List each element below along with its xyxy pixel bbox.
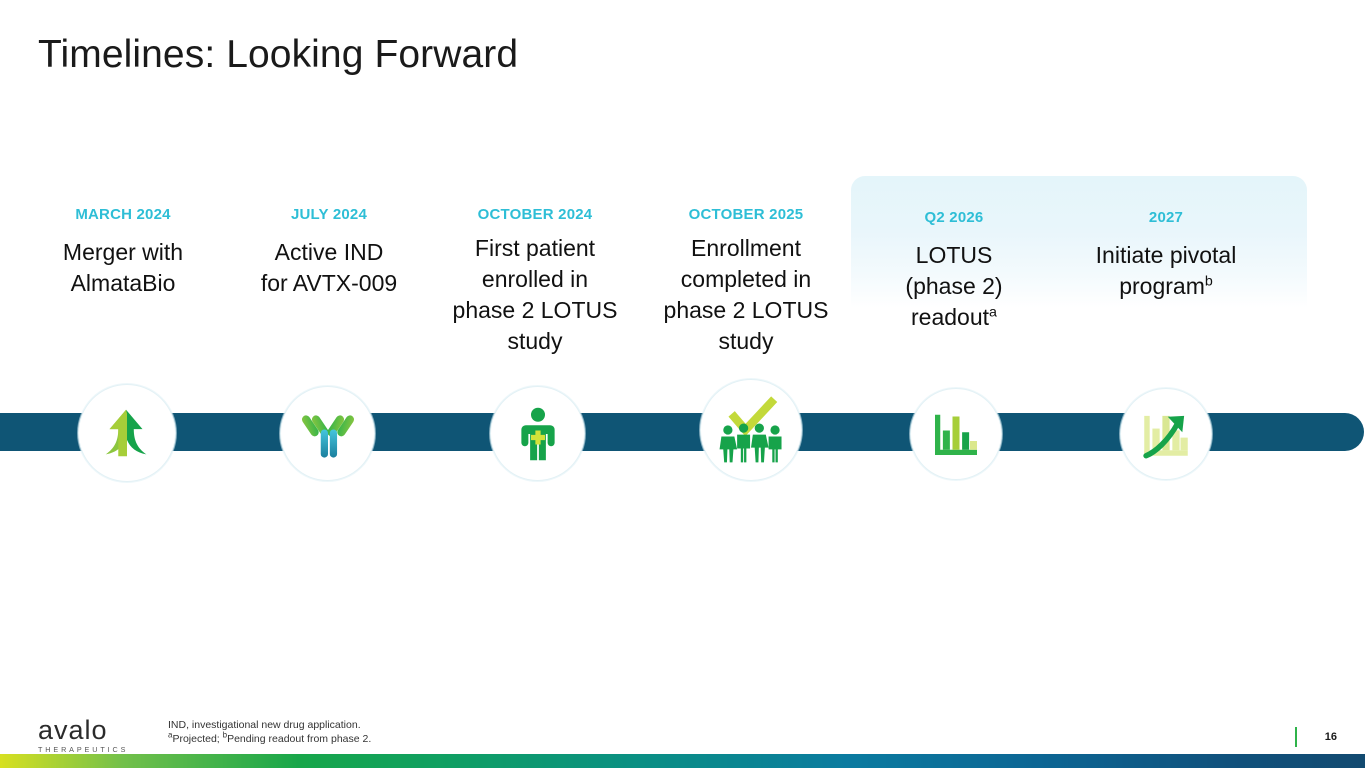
milestone-description-line: enrolled in <box>481 266 589 292</box>
milestone-icon-node-march-2024[interactable] <box>78 384 176 482</box>
milestone-description-line: Initiate pivotal <box>1095 242 1237 268</box>
bar-chart-icon <box>935 414 977 455</box>
milestone-icon-node-october-2024[interactable] <box>490 386 585 481</box>
footnote-text-b: Pending readout from phase 2. <box>227 732 372 745</box>
footnotes: IND, investigational new drug applicatio… <box>168 719 371 746</box>
milestone-description-line: LOTUS <box>915 242 993 268</box>
milestone-october-2024[interactable]: OCTOBER 2024 First patient enrolled in p… <box>432 205 638 357</box>
milestone-description: Initiate pivotal programb <box>1060 240 1272 302</box>
milestone-description-line: (phase 2) <box>905 273 1003 299</box>
patient-person-icon <box>520 407 555 460</box>
footnote-mark-a: a <box>168 730 173 739</box>
logo-tagline: THERAPEUTICS <box>38 745 129 754</box>
page-number-rule <box>1294 727 1297 747</box>
milestone-description-line-with-sup: programb <box>1060 271 1272 302</box>
milestone-description: Enrollment completed in phase 2 LOTUS st… <box>643 233 849 357</box>
brand-gradient-strip <box>0 754 1365 768</box>
avalo-logo: avalo THERAPEUTICS <box>38 716 148 754</box>
milestone-description-text: program <box>1119 273 1205 299</box>
milestone-date: OCTOBER 2025 <box>688 206 804 223</box>
milestone-july-2024[interactable]: JULY 2024 Active IND for AVTX-009 <box>228 205 430 299</box>
milestone-date: MARCH 2024 <box>75 206 171 223</box>
milestone-description-line: study <box>507 328 563 354</box>
milestone-description: First patient enrolled in phase 2 LOTUS … <box>432 233 638 357</box>
milestone-icon-node-july-2024[interactable] <box>280 386 375 481</box>
milestone-description-line: AlmataBio <box>70 270 176 296</box>
milestone-date: 2027 <box>1148 209 1184 226</box>
people-checkmark-icon <box>719 396 782 463</box>
footnote-marks-line: aProjected; bPending readout from phase … <box>168 730 372 747</box>
footnote-abbreviation: IND, investigational new drug applicatio… <box>168 719 361 731</box>
milestone-icon-node-2027[interactable] <box>1120 388 1212 480</box>
growth-arrow-chart-icon <box>1143 415 1188 459</box>
page-title: Timelines: Looking Forward <box>38 33 519 76</box>
milestone-description: Active IND for AVTX-009 <box>228 237 430 299</box>
footnote-marker-a: a <box>989 304 997 321</box>
milestone-description-line: phase 2 LOTUS <box>663 297 829 323</box>
milestone-description: LOTUS (phase 2) readouta <box>856 240 1052 333</box>
milestone-icon-node-q2-2026[interactable] <box>910 388 1002 480</box>
milestone-icon-node-october-2025[interactable] <box>700 379 802 481</box>
logo-wordmark: avalo <box>38 715 108 745</box>
footnote-mark-b: b <box>222 730 228 739</box>
page-number: 16 <box>1324 731 1337 743</box>
merge-arrow-up-icon <box>105 409 147 457</box>
footnote-marker-b: b <box>1204 273 1213 290</box>
milestone-description-line: for AVTX-009 <box>260 270 398 296</box>
milestone-2027[interactable]: 2027 Initiate pivotal programb <box>1060 208 1272 302</box>
milestone-description: Merger with AlmataBio <box>22 237 224 299</box>
milestone-description-line: Enrollment <box>691 235 801 261</box>
milestone-description-line: Active IND <box>274 239 384 265</box>
milestone-description-line: Merger with <box>62 239 184 265</box>
milestone-description-line: completed in <box>680 266 812 292</box>
milestone-description-line: First patient <box>474 235 596 261</box>
milestone-october-2025[interactable]: OCTOBER 2025 Enrollment completed in pha… <box>643 205 849 357</box>
antibody-icon <box>301 414 354 458</box>
milestone-description-text: readout <box>911 304 990 330</box>
milestone-q2-2026[interactable]: Q2 2026 LOTUS (phase 2) readouta <box>856 208 1052 333</box>
footnote-text-a: Projected; <box>172 732 223 745</box>
milestone-date: JULY 2024 <box>290 206 368 223</box>
milestone-date: Q2 2026 <box>924 209 984 226</box>
milestone-description-line: phase 2 LOTUS <box>452 297 618 323</box>
milestone-description-line: study <box>718 328 774 354</box>
milestone-march-2024[interactable]: MARCH 2024 Merger with AlmataBio <box>22 205 224 299</box>
milestone-description-line-with-sup: readouta <box>856 302 1052 333</box>
milestone-date: OCTOBER 2024 <box>477 206 593 223</box>
future-milestones-highlight-panel <box>851 176 1307 308</box>
